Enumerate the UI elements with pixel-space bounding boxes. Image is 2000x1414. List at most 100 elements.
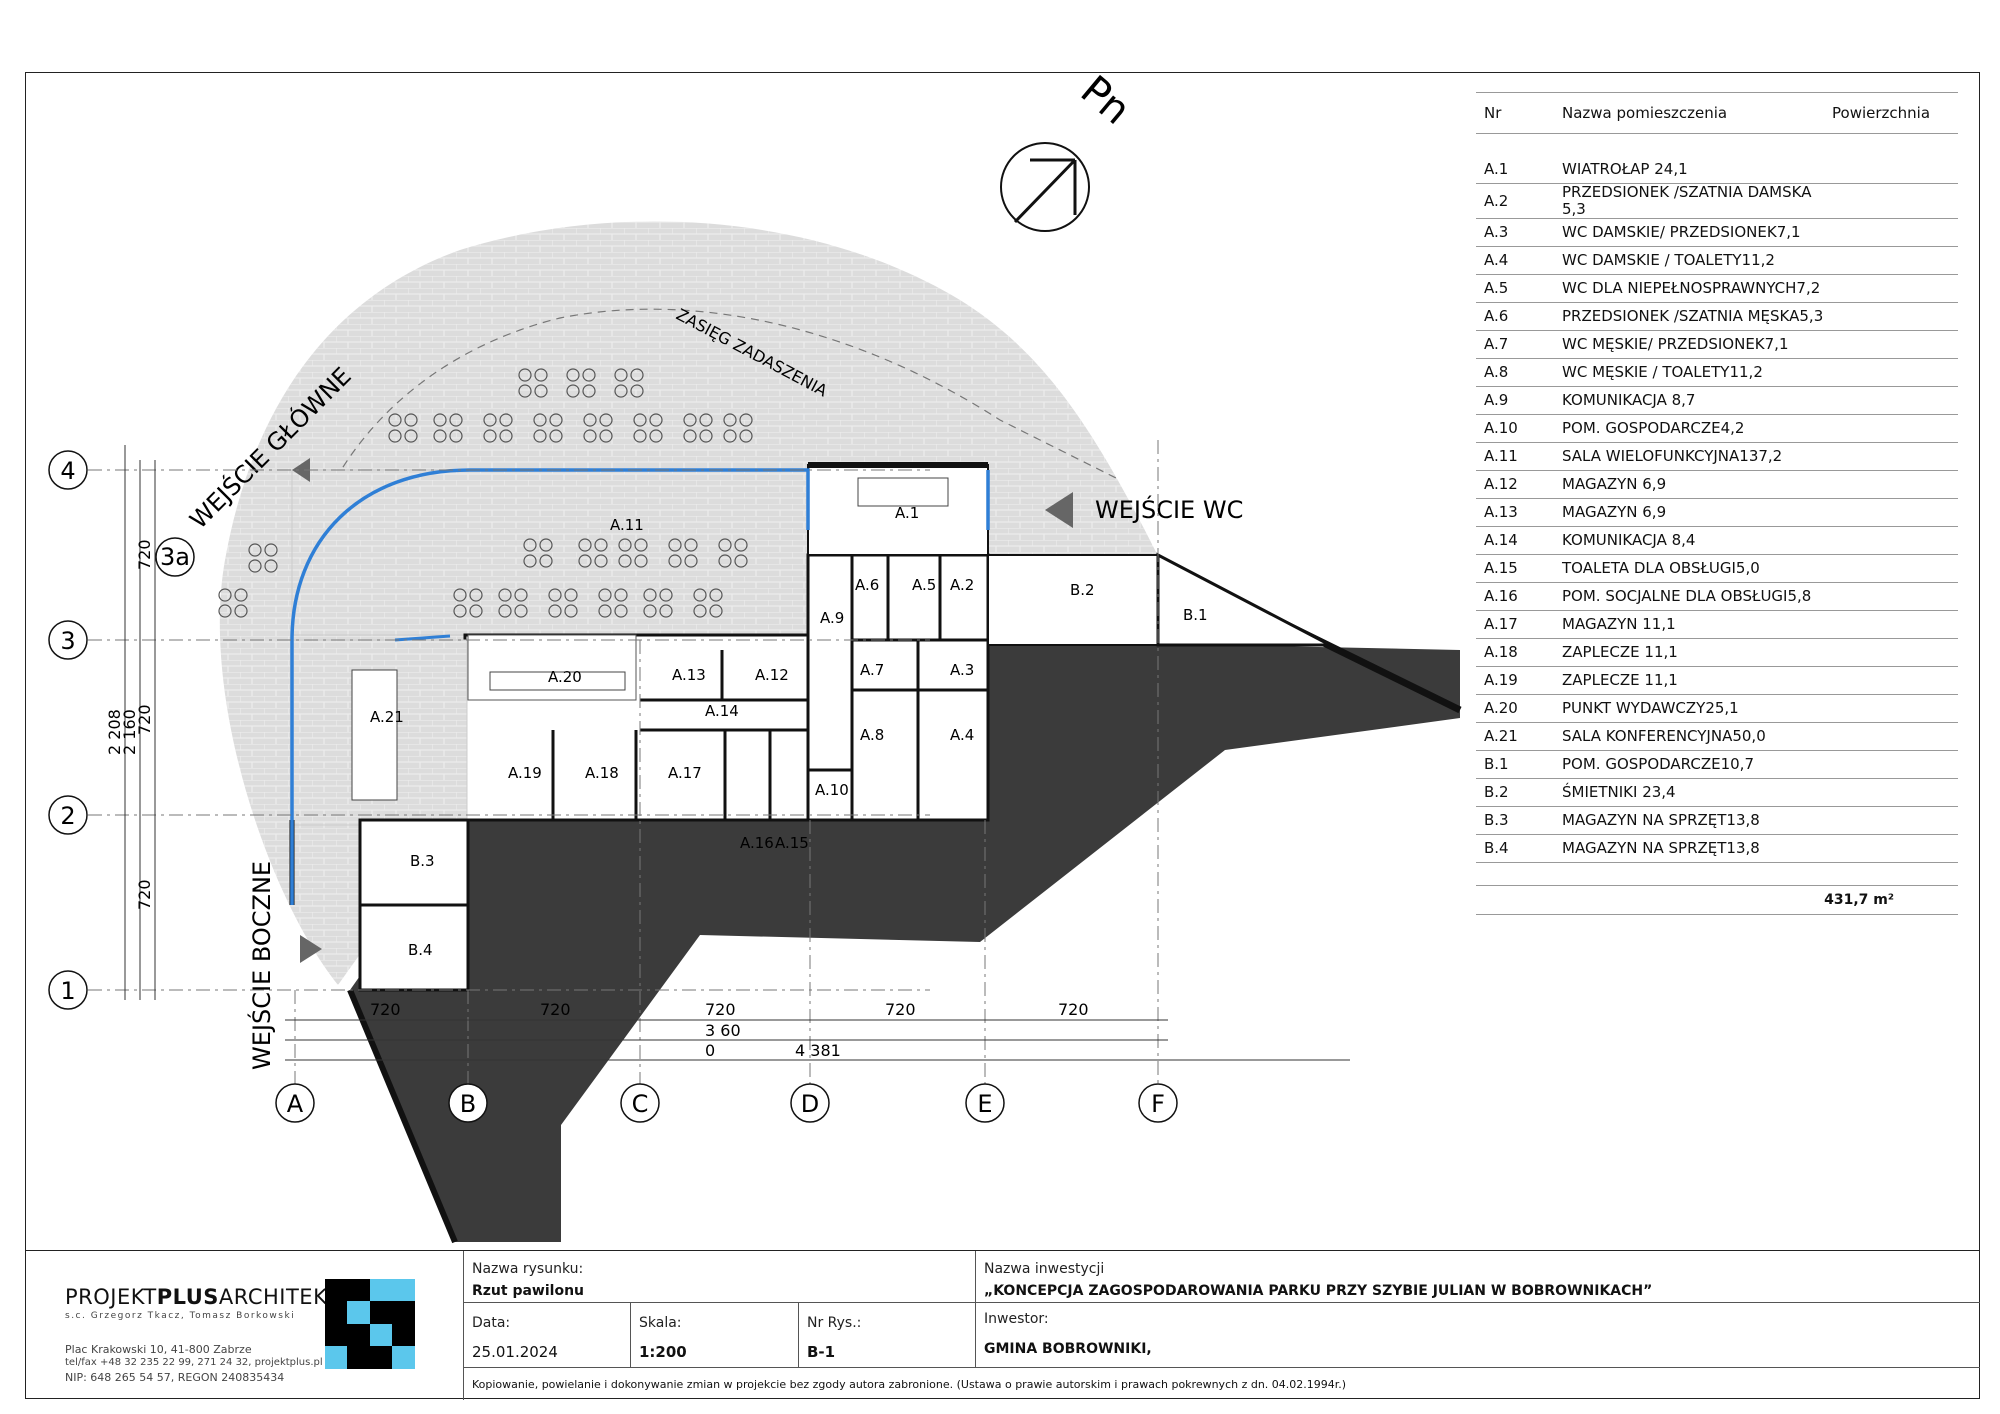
plan-label-a17: A.17 <box>668 764 702 782</box>
building-wc-block <box>806 553 990 822</box>
room-name: WC DAMSKIE/ PRZEDSIONEK7,1 <box>1562 223 1801 241</box>
dim-bottom-5: 720 <box>1058 1000 1089 1019</box>
plan-label-b2: B.2 <box>1070 581 1095 599</box>
date-cell: Data: 25.01.2024 <box>463 1303 630 1368</box>
room-number: A.21 <box>1484 727 1518 745</box>
axis-bubble-col-e: E <box>965 1083 1005 1123</box>
table-row: A.19 ZAPLECZE 11,1 <box>1476 667 1958 695</box>
room-b3 <box>358 818 470 907</box>
room-number: A.5 <box>1484 279 1509 297</box>
room-name: ZAPLECZE 11,1 <box>1562 671 1678 689</box>
sheet-caption: Nr Rys.: <box>807 1315 862 1331</box>
room-name: SALA WIELOFUNKCYJNA137,2 <box>1562 447 1783 465</box>
scale-cell: Skala: 1:200 <box>630 1303 798 1368</box>
plan-label-a13: A.13 <box>672 666 706 684</box>
svg-text:3: 3 <box>60 627 75 655</box>
sheet-value: B-1 <box>807 1343 836 1361</box>
room-number: A.19 <box>1484 671 1518 689</box>
room-name: KOMUNIKACJA 8,4 <box>1562 531 1696 549</box>
drawing-name: Rzut pawilonu <box>472 1283 585 1299</box>
plan-label-b1: B.1 <box>1183 606 1208 624</box>
room-number: A.8 <box>1484 363 1509 381</box>
sofa-a1 <box>857 477 949 507</box>
compass-label: Pn <box>1072 67 1139 134</box>
roof-extent-line <box>299 308 1121 571</box>
plan-label-a1: A.1 <box>895 504 919 522</box>
investor-cell: Inwestor: GMINA BOBROWNIKI, <box>975 1303 1980 1368</box>
company-logo-icon <box>325 1279 415 1369</box>
room-name: WIATROŁAP 24,1 <box>1562 160 1688 178</box>
dim-bottom-sub-2: 0 <box>705 1041 715 1060</box>
room-number: A.9 <box>1484 391 1509 409</box>
plan-room-labels: A.1 A.2 A.3 A.4 A.5 A.6 A.7 A.8 A.9 A.10… <box>370 504 1208 959</box>
label-side-entrance: WEJŚCIE BOCZNE <box>246 861 276 1070</box>
plan-label-a9: A.9 <box>820 609 844 627</box>
room-number: A.1 <box>1484 160 1509 178</box>
investor-name: GMINA BOBROWNIKI, <box>984 1341 1152 1357</box>
room-number: A.20 <box>1484 699 1518 717</box>
plan-label-b3: B.3 <box>410 852 435 870</box>
room-number: A.13 <box>1484 503 1518 521</box>
room-name: PRZEDSIONEK /SZATNIA MĘSKA5,3 <box>1562 307 1824 325</box>
room-number: A.10 <box>1484 419 1518 437</box>
plan-label-a4: A.4 <box>950 726 974 744</box>
dim-left-2: 720 <box>135 704 154 735</box>
dimension-lines-left <box>124 445 156 1000</box>
room-b1 <box>1156 552 1331 647</box>
company-name-a: PROJEKT <box>65 1285 157 1309</box>
svg-text:3a: 3a <box>160 543 190 571</box>
sliding-door-arrow <box>394 634 451 642</box>
plan-label-a7: A.7 <box>860 661 884 679</box>
table-row: A.9 KOMUNIKACJA 8,7 <box>1476 387 1958 415</box>
room-name: WC DLA NIEPEŁNOSPRAWNYCH7,2 <box>1562 279 1821 297</box>
room-number: A.4 <box>1484 251 1509 269</box>
entrance-arrow-side <box>300 935 322 963</box>
axis-bubble-row-4: 4 <box>48 450 88 490</box>
terrain-edge <box>347 988 458 1244</box>
axis-bubble-row-3: 3 <box>48 620 88 660</box>
building-hall <box>291 469 813 636</box>
copyright-cell: Kopiowanie, powielanie i dokonywanie zmi… <box>463 1368 1980 1400</box>
counter-a20 <box>489 671 626 691</box>
room-name: MAGAZYN 6,9 <box>1562 475 1667 493</box>
address-line-1: Plac Krakowski 10, 41-800 Zabrze <box>65 1343 252 1356</box>
room-name: MAGAZYN 11,1 <box>1562 615 1676 633</box>
drawing-name-cell: Nazwa rysunku: Rzut pawilonu <box>463 1251 975 1303</box>
room-number: B.3 <box>1484 811 1509 829</box>
plan-label-a3: A.3 <box>950 661 974 679</box>
dim-bottom-2: 720 <box>540 1000 571 1019</box>
room-number: A.15 <box>1484 559 1518 577</box>
room-name: KOMUNIKACJA 8,7 <box>1562 391 1696 409</box>
svg-text:C: C <box>632 1090 649 1118</box>
table-row: A.21 SALA KONFERENCYJNA50,0 <box>1476 723 1958 751</box>
company-block: PROJEKTPLUSARCHITEKCI s.c. Grzegorz Tkac… <box>25 1251 463 1400</box>
svg-text:4: 4 <box>60 457 75 485</box>
svg-text:1: 1 <box>60 977 75 1005</box>
room-table-gap <box>1476 863 1958 886</box>
axis-bubble-col-d: D <box>790 1083 830 1123</box>
room-number: A.16 <box>1484 587 1518 605</box>
dim-left-total-1: 2 160 <box>120 709 139 755</box>
room-name: SALA KONFERENCYJNA50,0 <box>1562 727 1766 745</box>
table-row: A.4 WC DAMSKIE / TOALETY11,2 <box>1476 247 1958 275</box>
room-name: TOALETA DLA OBSŁUGI5,0 <box>1562 559 1760 577</box>
svg-text:2: 2 <box>60 802 75 830</box>
table-row: A.15 TOALETA DLA OBSŁUGI5,0 <box>1476 555 1958 583</box>
svg-text:F: F <box>1151 1090 1165 1118</box>
room-name: WC DAMSKIE / TOALETY11,2 <box>1562 251 1775 269</box>
axis-bubble-col-c: C <box>620 1083 660 1123</box>
address-line-2: tel/fax +48 32 235 22 99, 271 24 32, pro… <box>65 1357 323 1368</box>
room-number: A.7 <box>1484 335 1509 353</box>
room-number: B.1 <box>1484 755 1509 773</box>
room-name: MAGAZYN NA SPRZĘT13,8 <box>1562 839 1760 857</box>
